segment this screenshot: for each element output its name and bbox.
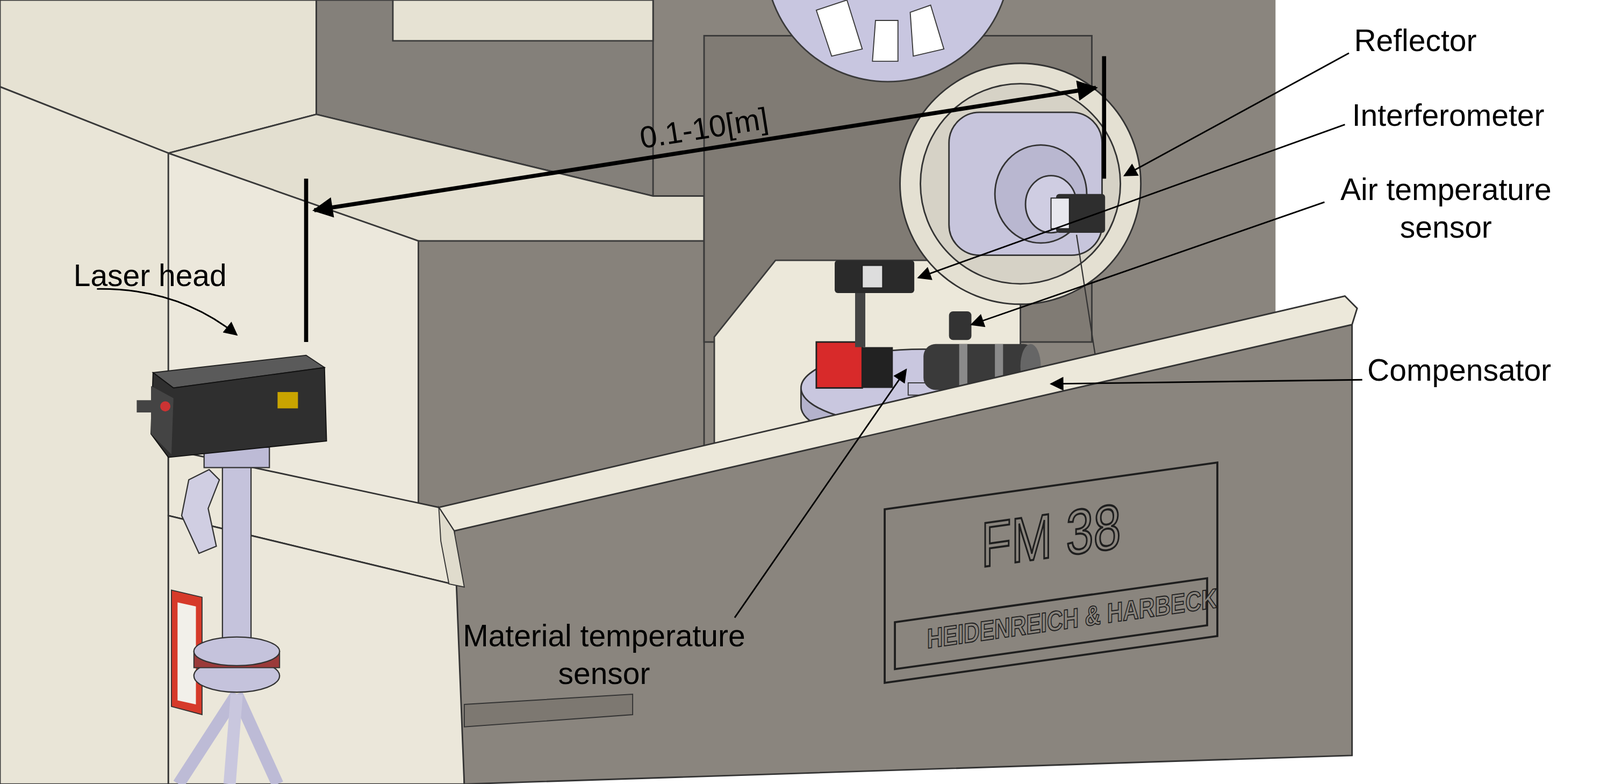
- spindle-flange-inner: [920, 83, 1121, 284]
- fan-cutout: [910, 4, 945, 56]
- leader-line: [734, 369, 907, 617]
- material-sensor-unit: [816, 341, 863, 388]
- leader-line: [1124, 53, 1350, 176]
- compensator-band: [959, 343, 968, 390]
- tripod-leg: [236, 693, 278, 784]
- part-label: Material temperature sensor: [440, 617, 768, 693]
- fan-wheel: [765, 0, 1011, 82]
- tripod-column: [222, 464, 251, 664]
- laser-head-badge: [277, 391, 298, 408]
- front-panel-rim: [438, 296, 1358, 532]
- material-sensor-side: [862, 347, 893, 389]
- laser-head-front: [151, 385, 174, 455]
- front-panel-rim-end: [438, 507, 464, 587]
- tripod-collar-top: [194, 636, 280, 666]
- part-label: Interferometer: [1352, 96, 1545, 134]
- cabinet-top-block: [392, 0, 654, 41]
- fan-cutout: [816, 0, 863, 56]
- interferometer-window: [862, 265, 883, 289]
- cabinet-left-column: [0, 86, 169, 784]
- part-label: Compensator: [1367, 352, 1552, 390]
- laser-head-knob: [136, 399, 153, 413]
- air-sensor-body: [949, 311, 972, 340]
- interferometer-body: [834, 260, 915, 293]
- part-label: Laser head: [73, 256, 227, 294]
- leader-line: [971, 202, 1325, 325]
- fan-cutout: [872, 20, 898, 62]
- part-label: Reflector: [1353, 22, 1477, 60]
- leader-line: [918, 124, 1346, 278]
- front-panel-notch: [464, 693, 633, 727]
- plate-text: HEIDENREICH & HARBECK: [927, 589, 1176, 655]
- tripod-leg: [178, 693, 237, 784]
- leader-line: [1051, 379, 1363, 384]
- laser-aperture: [160, 400, 171, 412]
- tripod-handle: [181, 469, 220, 554]
- dimension-tick: [1101, 55, 1107, 179]
- machine-lower-face: [168, 515, 465, 784]
- tripod-leg: [229, 693, 237, 784]
- part-label: Air temperature sensor: [1318, 171, 1574, 247]
- dimension-line: [314, 87, 1096, 211]
- laser-head-body: [151, 367, 327, 457]
- plate-text: FM 38: [922, 482, 1181, 589]
- leader-line: [96, 288, 237, 335]
- warning-sign-face: [177, 601, 196, 705]
- cabinet-face: [168, 153, 419, 511]
- spindle-housing: [949, 112, 1103, 256]
- dimension-tick: [304, 178, 309, 342]
